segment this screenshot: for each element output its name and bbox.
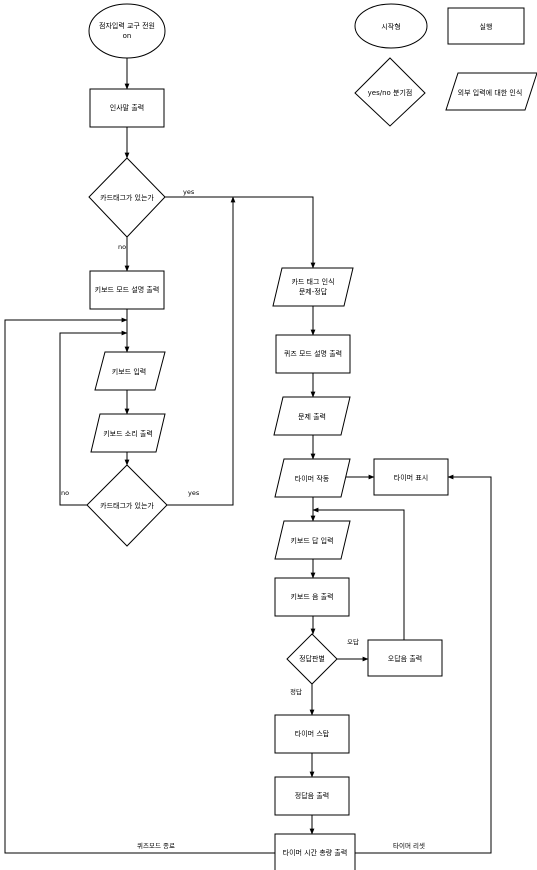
keyboard-guide-node bbox=[89, 270, 165, 310]
timer-stop-node bbox=[274, 714, 350, 754]
card-check-2-label: 카드태그가 있는가 bbox=[100, 501, 154, 510]
edge-check2-no-loop bbox=[59, 330, 128, 506]
legend-process-label: 실행 bbox=[480, 22, 493, 31]
edge-label-no-1: no bbox=[118, 243, 126, 251]
keyboard-guide-label: 키보드 모드 설명 출력 bbox=[95, 285, 160, 294]
edge-label-yes-1: yes bbox=[183, 188, 195, 196]
edge-quiz-end-loop bbox=[4, 317, 275, 854]
timer-show-label: 타이머 표시 bbox=[394, 473, 428, 482]
card-check-2-node bbox=[86, 464, 168, 547]
answer-input-label: 키보드 답 입력 bbox=[290, 536, 333, 545]
edge-label-correct: 정답 bbox=[290, 687, 302, 696]
card-recognize-node bbox=[272, 267, 354, 307]
timer-start-label: 타이머 작동 bbox=[295, 474, 330, 483]
legend-start-end-label: 시작형 bbox=[381, 22, 400, 31]
correct-sound-node bbox=[274, 776, 350, 816]
edge-wrong-loop bbox=[312, 507, 405, 640]
legend-io-shape bbox=[445, 72, 537, 111]
edge-label-wrong: 오답 bbox=[347, 638, 359, 646]
timer-show-node bbox=[373, 458, 449, 496]
elapsed-out-label: 타이머 시간 총량 출력 bbox=[283, 848, 348, 857]
edge-label-timer-reset: 타이머 리셋 bbox=[393, 841, 425, 850]
edge-check1-yes bbox=[165, 196, 316, 269]
edge-label-quiz-end: 퀴즈모드 종료 bbox=[137, 841, 175, 850]
card-recognize-line2: 문제-정답 bbox=[299, 287, 328, 296]
greeting-label: 인사말 출력 bbox=[110, 103, 144, 112]
edge-timer-reset-loop bbox=[355, 474, 492, 854]
card-check-1-label: 카드태그가 있는가 bbox=[100, 193, 154, 202]
judge-label: 정답판별 bbox=[299, 654, 325, 663]
start-label-line1: 점자입력 교구 전원 bbox=[99, 21, 155, 30]
legend-start-end-shape bbox=[354, 3, 428, 49]
quiz-guide-node bbox=[275, 334, 351, 374]
legend-process-shape bbox=[447, 7, 525, 45]
correct-sound-label: 정답음 출력 bbox=[295, 791, 329, 800]
quiz-guide-label: 퀴즈 모드 설명 출력 bbox=[284, 349, 342, 358]
question-out-node bbox=[273, 396, 351, 436]
greeting-node bbox=[89, 88, 165, 128]
keyboard-input-node bbox=[94, 351, 166, 391]
key-sound-label: 키보드 음 출력 bbox=[290, 592, 333, 601]
keyboard-sound-label: 키보드 소리 출력 bbox=[103, 429, 153, 438]
wrong-sound-label: 오답음 출력 bbox=[388, 654, 422, 663]
start-node bbox=[88, 3, 166, 59]
timer-stop-label: 타이머 스탑 bbox=[295, 729, 330, 738]
legend-io-label: 외부 입력에 대한 인식 bbox=[458, 88, 523, 97]
edge-label-no-2: no bbox=[61, 489, 69, 497]
timer-start-node bbox=[274, 458, 351, 498]
edge-label-yes-2: yes bbox=[188, 489, 200, 497]
answer-input-node bbox=[274, 520, 351, 560]
legend-decision-shape bbox=[354, 57, 426, 127]
wrong-sound-node bbox=[367, 639, 443, 677]
keyboard-input-label: 키보드 입력 bbox=[112, 367, 146, 376]
card-recognize-line1: 카드 태그 인식 bbox=[291, 277, 334, 286]
edge-check2-yes bbox=[167, 196, 236, 506]
legend-decision-label: yes/no 분기점 bbox=[368, 88, 413, 97]
start-label-line2: on bbox=[123, 32, 132, 40]
question-out-label: 문제 출력 bbox=[298, 412, 326, 421]
keyboard-sound-node bbox=[90, 413, 166, 453]
